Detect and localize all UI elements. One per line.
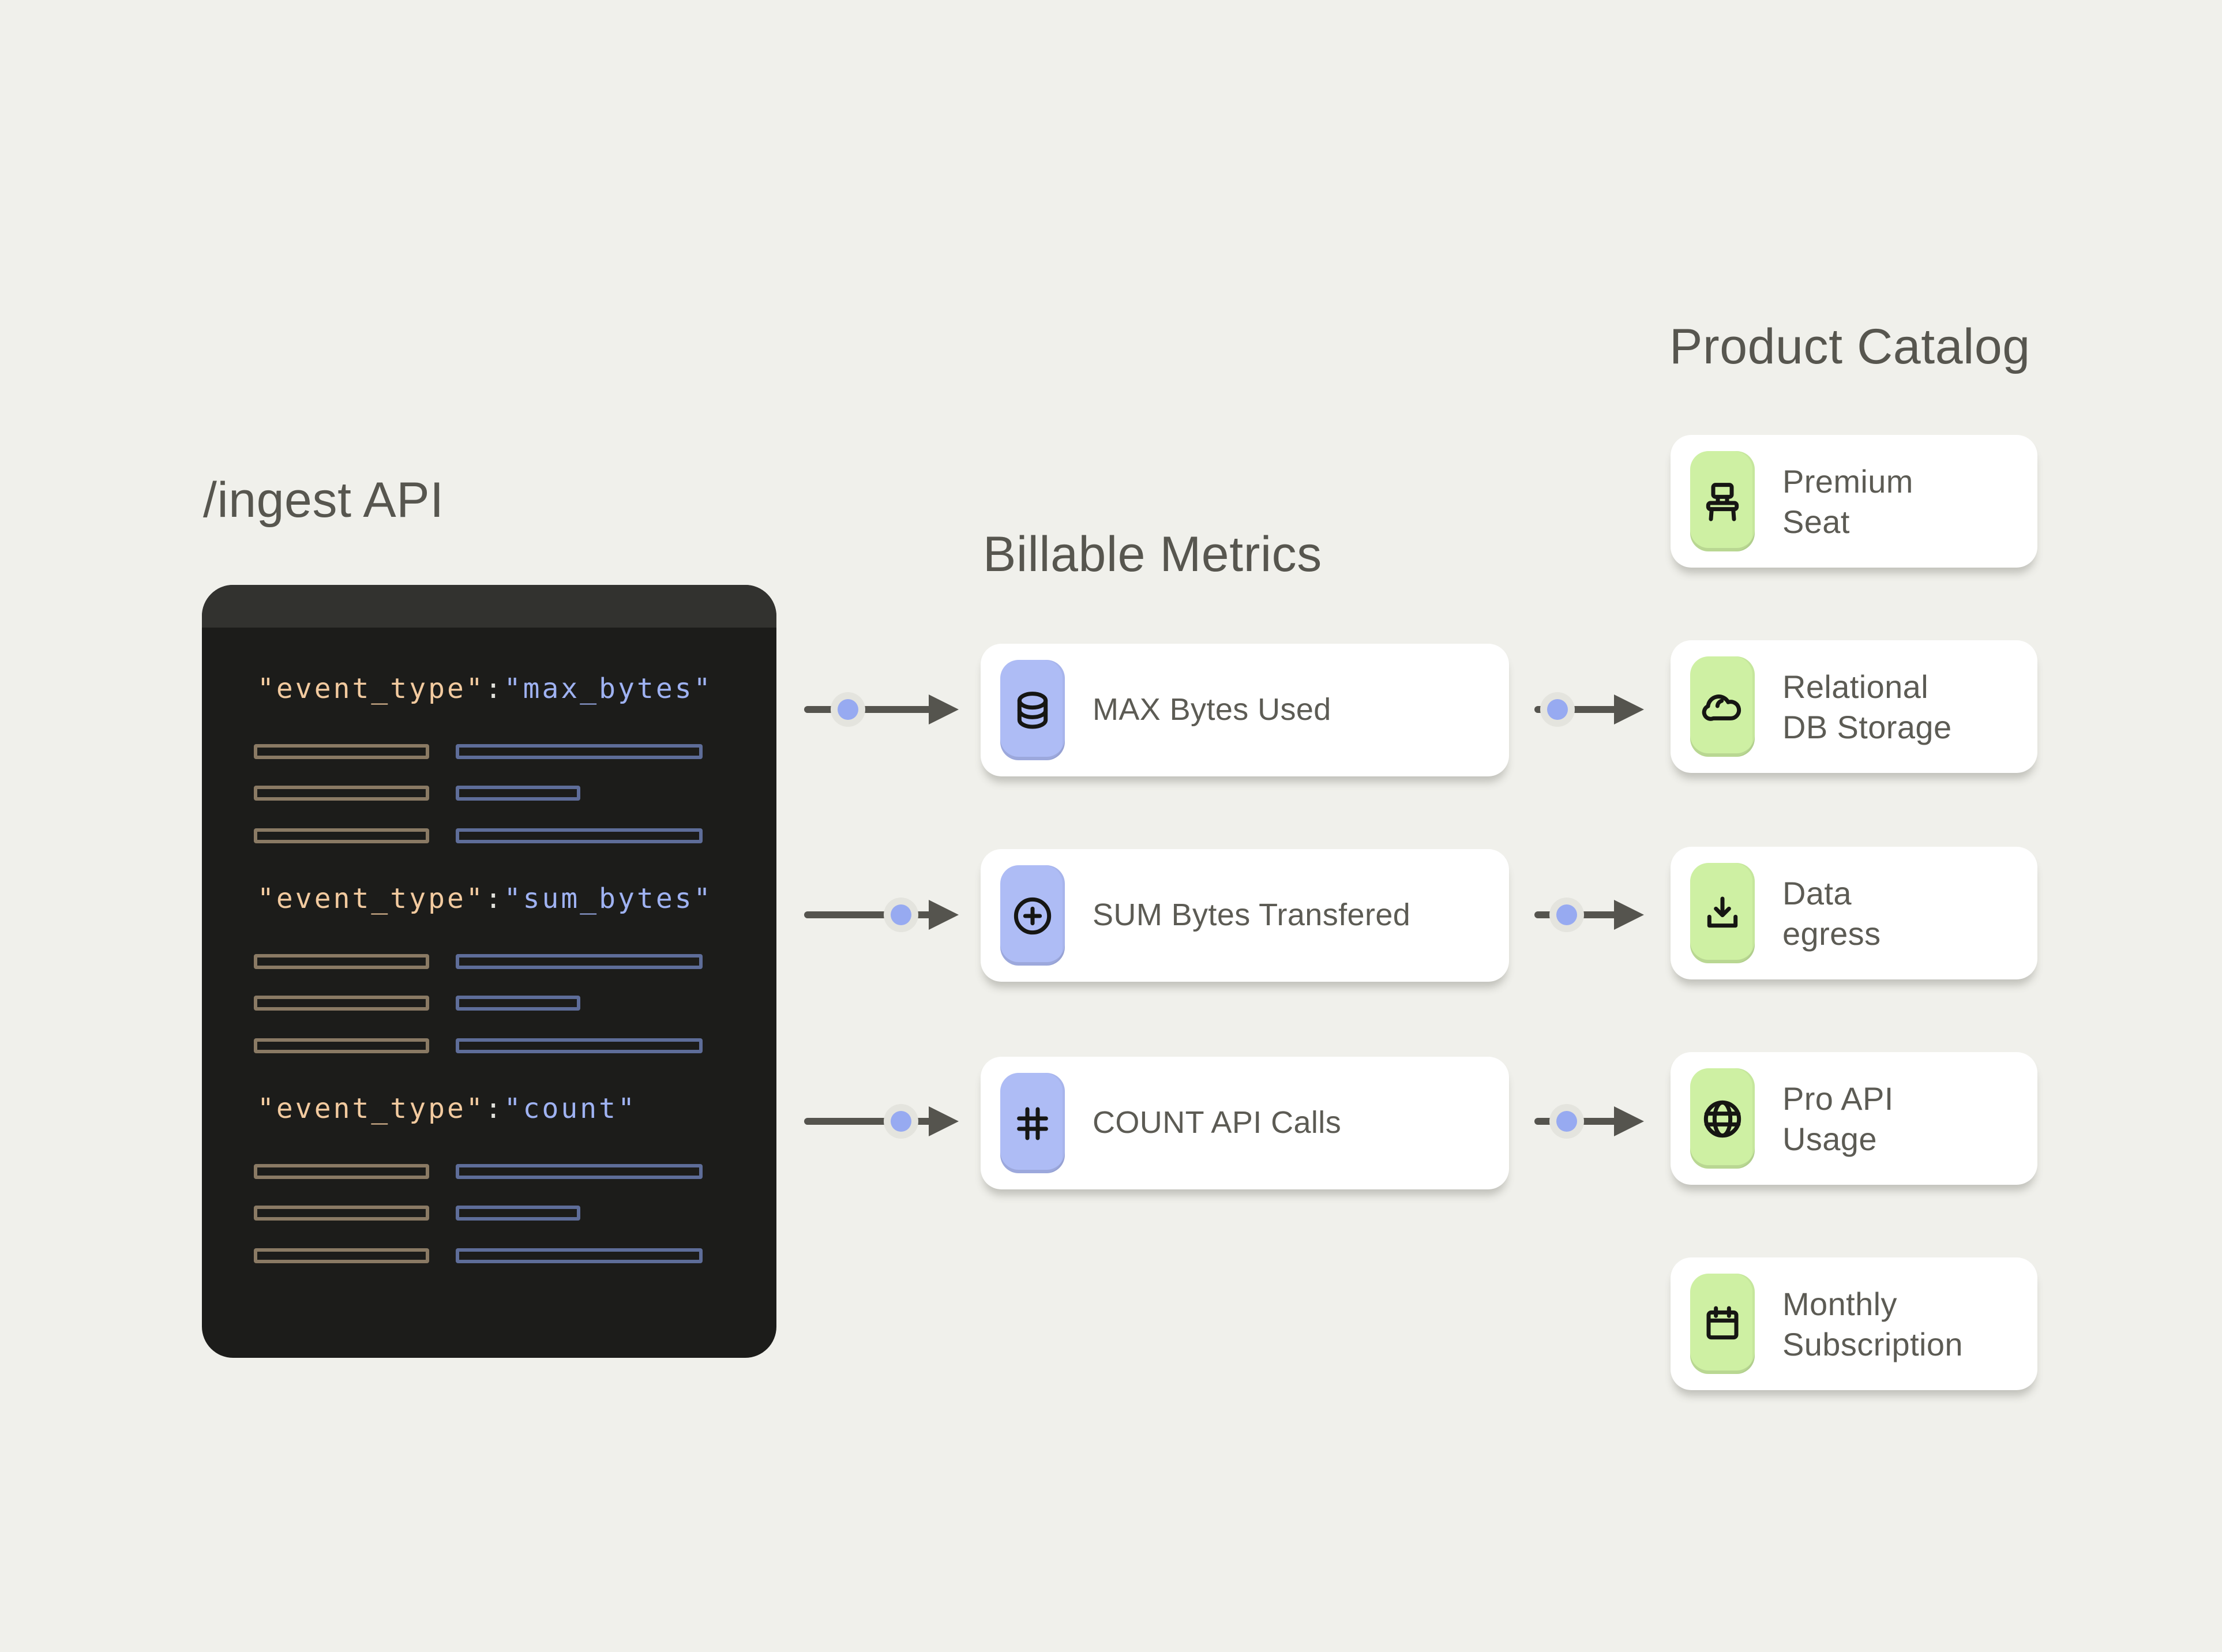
- metric-card-label: MAX Bytes Used: [1093, 692, 1331, 727]
- globe-icon: [1703, 1099, 1741, 1137]
- arrowhead-icon: [929, 900, 959, 930]
- code-placeholder: [456, 1038, 703, 1053]
- catalog-card-line2: Usage: [1782, 1121, 1877, 1157]
- catalog-icon-chip: [1690, 1068, 1755, 1169]
- flow-dot-icon: [1556, 904, 1577, 925]
- arrowhead-icon: [1614, 1106, 1644, 1136]
- code-value: "sum_bytes": [504, 883, 713, 915]
- code-line-sum-bytes: "event_type":"sum_bytes": [257, 881, 713, 916]
- catalog-card-line2: Subscription: [1782, 1326, 1963, 1362]
- catalog-card-monthly-subscription: Monthly Subscription: [1671, 1257, 2037, 1390]
- code-colon: :: [485, 883, 504, 915]
- catalog-card-label: Relational DB Storage: [1782, 640, 1952, 773]
- ingest-api-title: /ingest API: [203, 473, 444, 528]
- code-key: "event_type": [257, 883, 485, 915]
- catalog-card-label: Pro API Usage: [1782, 1052, 1894, 1185]
- code-placeholder: [254, 954, 429, 969]
- arrow-line: [1534, 911, 1621, 918]
- arrowhead-icon: [929, 1106, 959, 1136]
- catalog-card-relational-db-storage: Relational DB Storage: [1671, 640, 2037, 773]
- code-placeholder: [456, 1164, 703, 1179]
- catalog-card-line1: Data: [1782, 875, 1852, 911]
- code-placeholder: [254, 1206, 429, 1221]
- code-placeholder: [254, 1038, 429, 1053]
- code-value: "count": [504, 1092, 637, 1125]
- catalog-card-pro-api-usage: Pro API Usage: [1671, 1052, 2037, 1185]
- metric-icon-chip: [1000, 865, 1065, 966]
- code-placeholder: [254, 996, 429, 1011]
- catalog-card-line2: egress: [1782, 915, 1881, 951]
- catalog-icon-chip: [1690, 656, 1755, 757]
- code-placeholder: [456, 828, 703, 843]
- catalog-icon-chip: [1690, 863, 1755, 963]
- metric-icon-chip: [1000, 660, 1065, 760]
- product-catalog-title: Product Catalog: [1669, 320, 2030, 375]
- flow-dot-icon: [1556, 1111, 1577, 1132]
- catalog-card-line1: Premium: [1782, 463, 1913, 499]
- arrow-line: [1534, 1118, 1621, 1125]
- code-colon: :: [485, 673, 504, 705]
- arrow-line: [804, 1118, 933, 1125]
- flow-dot-icon: [891, 1111, 911, 1132]
- metric-card-count-api-calls: COUNT API Calls: [981, 1057, 1509, 1189]
- code-placeholder: [254, 1164, 429, 1179]
- metric-icon-chip: [1000, 1073, 1065, 1173]
- code-value: "max_bytes": [504, 673, 713, 705]
- code-line-max-bytes: "event_type":"max_bytes": [257, 671, 713, 706]
- catalog-card-line2: DB Storage: [1782, 709, 1952, 745]
- flow-dot-icon: [891, 904, 911, 925]
- arrowhead-icon: [1614, 694, 1644, 724]
- arrow-line: [804, 706, 933, 713]
- code-panel-titlebar: [202, 585, 776, 628]
- metric-card-max-bytes-used: MAX Bytes Used: [981, 644, 1509, 776]
- database-icon: [1017, 691, 1048, 729]
- catalog-card-label: Monthly Subscription: [1782, 1257, 1963, 1390]
- arrowhead-icon: [929, 694, 959, 724]
- catalog-card-line1: Monthly: [1782, 1286, 1897, 1321]
- catalog-card-data-egress: Data egress: [1671, 847, 2037, 979]
- code-placeholder: [456, 996, 580, 1011]
- billable-metrics-title: Billable Metrics: [983, 527, 1322, 583]
- catalog-icon-chip: [1690, 451, 1755, 551]
- code-placeholder: [254, 1248, 429, 1263]
- metric-card-sum-bytes-transfered: SUM Bytes Transfered: [981, 849, 1509, 982]
- cloud-icon: [1702, 694, 1741, 720]
- calendar-icon: [1706, 1305, 1739, 1339]
- code-colon: :: [485, 1092, 504, 1125]
- plus-circle-icon: [1014, 896, 1052, 934]
- catalog-card-line1: Relational: [1782, 669, 1929, 704]
- metric-card-label: COUNT API Calls: [1093, 1105, 1342, 1140]
- catalog-card-premium-seat: Premium Seat: [1671, 435, 2037, 568]
- catalog-card-line2: Seat: [1782, 504, 1850, 539]
- code-placeholder: [456, 1248, 703, 1263]
- metric-card-label: SUM Bytes Transfered: [1093, 898, 1411, 932]
- catalog-card-label: Premium Seat: [1782, 435, 1913, 568]
- code-placeholder: [456, 954, 703, 969]
- code-placeholder: [254, 744, 429, 759]
- download-icon: [1707, 896, 1738, 928]
- hash-icon: [1017, 1106, 1048, 1140]
- catalog-card-line1: Pro API: [1782, 1080, 1894, 1116]
- ingest-code-panel: "event_type":"max_bytes" "event_type":"s…: [202, 585, 776, 1358]
- code-placeholder: [254, 786, 429, 801]
- flow-dot-icon: [1547, 699, 1568, 720]
- arrowhead-icon: [1614, 900, 1644, 930]
- code-placeholder: [456, 1206, 580, 1221]
- code-placeholder: [254, 828, 429, 843]
- code-placeholder: [456, 744, 703, 759]
- catalog-icon-chip: [1690, 1274, 1755, 1374]
- code-line-count: "event_type":"count": [257, 1091, 637, 1126]
- code-placeholder: [456, 786, 580, 801]
- flow-dot-icon: [838, 699, 858, 720]
- code-key: "event_type": [257, 673, 485, 705]
- chair-icon: [1706, 482, 1739, 521]
- catalog-card-label: Data egress: [1782, 847, 1881, 979]
- code-key: "event_type": [257, 1092, 485, 1125]
- arrow-line: [804, 911, 933, 918]
